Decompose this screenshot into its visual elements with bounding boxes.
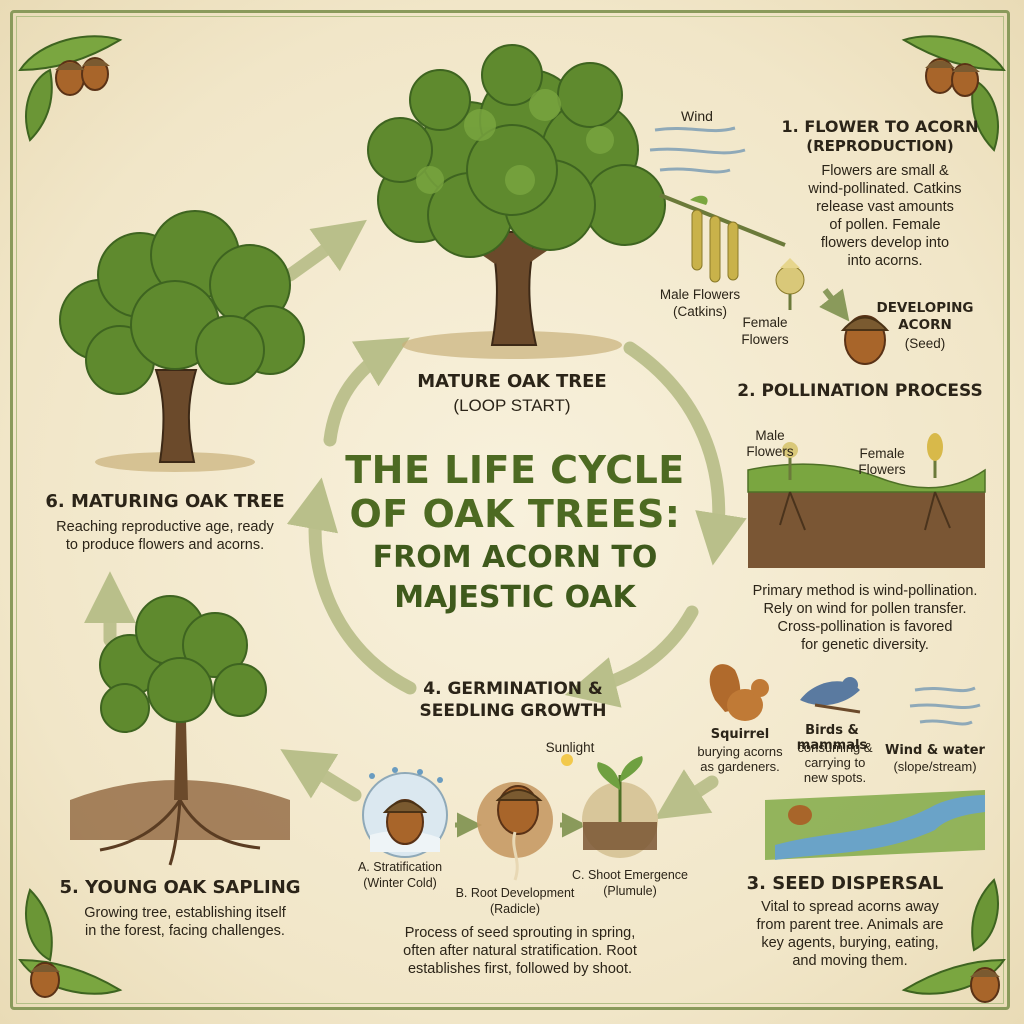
- oak-leaf-icon: [18, 35, 123, 72]
- root-development-icon: [477, 782, 553, 881]
- young-oak-sapling: [70, 595, 290, 866]
- maturing-oak-tree: [59, 210, 305, 472]
- mature-oak-tree: [367, 44, 666, 359]
- main-title: THE LIFE CYCLE OF OAK TREES: FROM ACORN …: [300, 448, 730, 616]
- step4-description: Process of seed sprouting in spring,ofte…: [403, 925, 637, 977]
- root-development-sub: (Radicle): [489, 902, 540, 916]
- step4-heading-2: SEEDLING GROWTH: [419, 701, 607, 721]
- female-flowers-icon: [775, 258, 805, 310]
- step1-description: Flowers are small &wind-pollinated. Catk…: [808, 163, 962, 269]
- corner-decoration-bottom-left: [18, 888, 123, 998]
- wind-icon: [649, 126, 746, 174]
- developing-acorn-sub: (Seed): [904, 336, 946, 351]
- wind-water-label: Wind & water: [885, 743, 985, 758]
- male-flowers-catkins-icon: [659, 193, 786, 283]
- snowflake-icon: [369, 767, 443, 783]
- wind-water-description: (slope/stream): [893, 759, 977, 774]
- corner-decoration-top-left: [18, 35, 123, 142]
- stratification-icon: [362, 767, 448, 858]
- corner-decoration-top-right: [901, 35, 1006, 152]
- birds-label: Birds & mammals: [796, 723, 868, 753]
- arrow-dispersal-to-germination: [654, 769, 719, 820]
- step5-heading: 5. YOUNG OAK SAPLING: [59, 877, 301, 898]
- shoot-emergence-icon: [582, 756, 658, 858]
- cycle-arrow-top: [323, 337, 410, 447]
- mature-heading: MATURE OAK TREE: [417, 371, 607, 392]
- step4-heading-1: 4. GERMINATION &: [423, 679, 603, 699]
- sun-icon: [561, 754, 573, 766]
- pollination-diagram: [747, 433, 986, 568]
- title-line-3: FROM ACORN TO: [372, 540, 658, 575]
- stratification-label: A. Stratification: [357, 860, 443, 874]
- root-development-label: B. Root Development: [455, 886, 575, 900]
- step1-heading-2: (REPRODUCTION): [806, 137, 954, 155]
- step6-heading: 6. MATURING OAK TREE: [45, 491, 285, 512]
- inner-border: [16, 16, 1004, 1004]
- male-flowers-label: Male Flowers(Catkins): [659, 287, 741, 319]
- step2-description: Primary method is wind-pollination.Rely …: [752, 583, 978, 653]
- title-line-4: MAJESTIC OAK: [394, 580, 636, 615]
- border-frame: [10, 10, 1010, 1010]
- mature-sub: (LOOP START): [453, 396, 571, 415]
- step3-heading: 3. SEED DISPERSAL: [746, 873, 944, 894]
- stratification-sub: (Winter Cold): [363, 876, 437, 890]
- cycle-arrow-bottom: [564, 605, 699, 708]
- wind-water-icon: [909, 686, 981, 726]
- squirrel-icon: [709, 664, 769, 721]
- cycle-arrow-right: [623, 341, 747, 566]
- title-line-1: THE LIFE CYCLE: [345, 448, 685, 492]
- squirrel-label: Squirrel: [710, 727, 770, 742]
- cycle-arrows: [84, 219, 747, 820]
- step1-heading-1: 1. FLOWER TO ACORN: [781, 117, 979, 136]
- step2-heading: 2. POLLINATION PROCESS: [737, 381, 983, 401]
- wind-label: Wind: [681, 108, 713, 124]
- cycle-arrow-left: [286, 477, 417, 695]
- shoot-emergence-label: C. Shoot Emergence: [571, 868, 689, 882]
- sunlight-label: Sunlight: [545, 740, 595, 755]
- corner-decoration-bottom-right: [901, 878, 1006, 1003]
- stream-scene: [765, 790, 985, 860]
- arrow-maturing-to-mature: [283, 219, 367, 282]
- arrow-germination-to-sapling: [280, 749, 362, 802]
- bird-icon: [800, 677, 861, 714]
- title-line-2: OF OAK TREES:: [349, 492, 681, 536]
- shoot-emergence-sub: (Plumule): [603, 884, 657, 898]
- developing-acorn-icon: [840, 315, 890, 365]
